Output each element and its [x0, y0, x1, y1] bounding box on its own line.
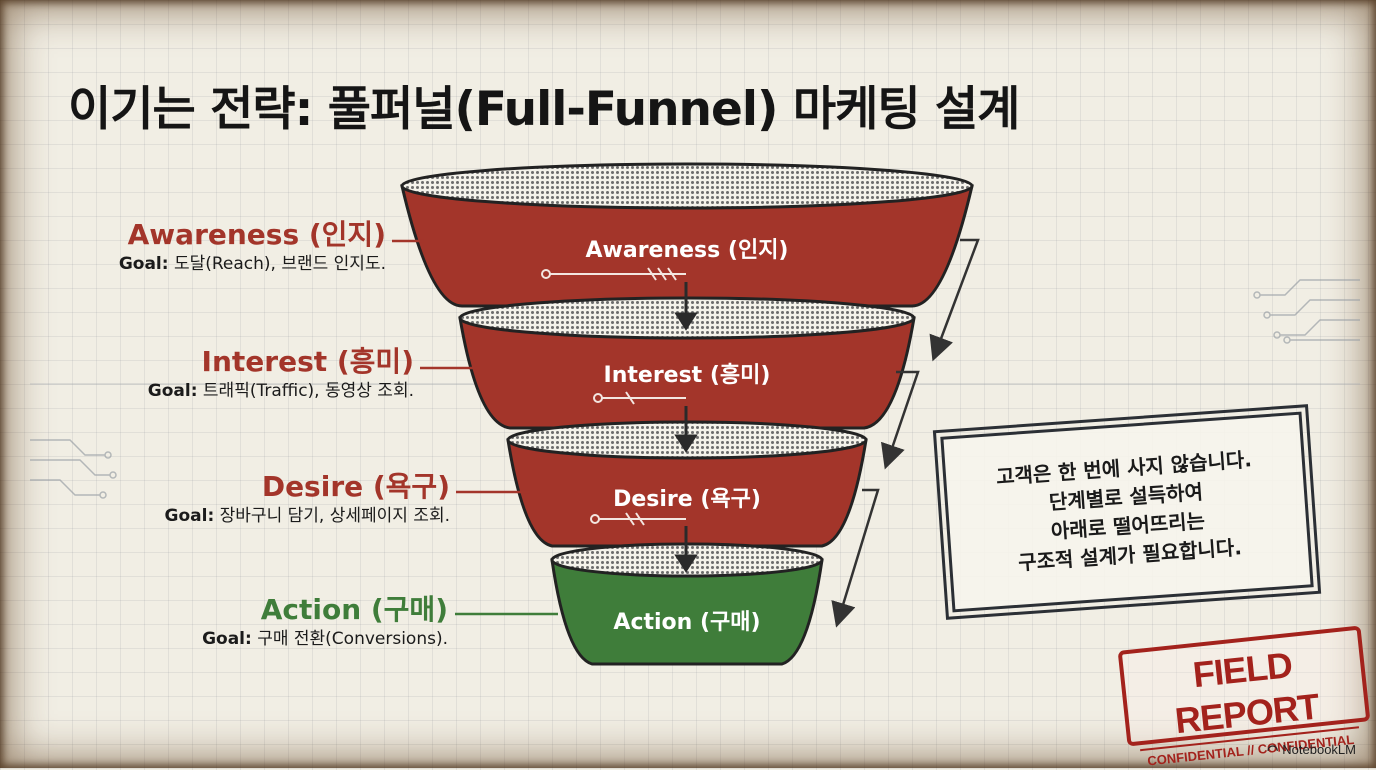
funnel-label-desire: Desire (욕구) [613, 487, 761, 512]
callout-box: 고객은 한 번에 사지 않습니다. 단계별로 설득하여 아래로 떨어뜨리는 구조… [933, 403, 1321, 621]
circuit-decoration-right [1253, 279, 1360, 344]
stage-label-interest: Interest (흥미) Goal: 트래픽(Traffic), 동영상 조회… [148, 345, 414, 403]
stage-label-action: Action (구매) Goal: 구매 전환(Conversions). [202, 593, 448, 651]
callout-text: 고객은 한 번에 사지 않습니다. 단계별로 설득하여 아래로 떨어뜨리는 구조… [995, 447, 1253, 575]
stage-title: Awareness (인지) [127, 218, 386, 251]
circuit-decoration-left [30, 439, 117, 499]
funnel-label-interest: Interest (흥미) [603, 363, 771, 388]
stage-title: Desire (욕구) [261, 470, 450, 503]
stage-goal: Goal: 구매 전환(Conversions). [202, 629, 448, 649]
brand-watermark: ◠NotebookLM [1267, 742, 1356, 758]
funnel-awareness [400, 162, 974, 308]
brand-name: NotebookLM [1282, 742, 1356, 757]
stage-goal: Goal: 도달(Reach), 브랜드 인지도. [118, 254, 386, 274]
page-title: 이기는 전략: 풀퍼널(Full-Funnel) 마케팅 설계 [68, 82, 1020, 137]
stage-title: Interest (흥미) [201, 345, 414, 378]
stage-connector-arrows [831, 238, 980, 628]
stage-label-desire: Desire (욕구) Goal: 장바구니 담기, 상세페이지 조회. [165, 470, 450, 528]
stage-goal: Goal: 트래픽(Traffic), 동영상 조회. [147, 381, 414, 401]
stage-label-awareness: Awareness (인지) Goal: 도달(Reach), 브랜드 인지도. [119, 218, 386, 276]
stage-goal: Goal: 장바구니 담기, 상세페이지 조회. [164, 506, 450, 526]
funnel-label-awareness: Awareness (인지) [585, 238, 789, 263]
funnel-label-action: Action (구매) [613, 610, 761, 635]
stage-title: Action (구매) [260, 593, 448, 626]
notebooklm-icon: ◠ [1266, 742, 1279, 757]
